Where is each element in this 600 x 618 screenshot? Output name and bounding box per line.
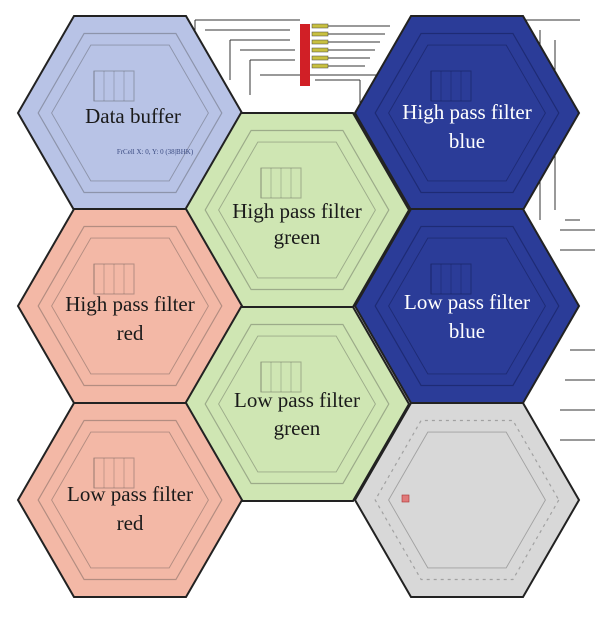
label-data-buffer: Data buffer: [85, 104, 181, 128]
hex-inner-ring: [218, 141, 376, 279]
hex-inner-ring: [37, 225, 223, 387]
circuit-block: [93, 263, 135, 295]
hex-inner-ring: [388, 44, 546, 182]
label-hp-red-line2: red: [117, 321, 144, 345]
hex-tile-lp-red: [16, 402, 244, 598]
hex-inner-ring: [51, 237, 209, 375]
label-hp-blue-line1: High pass filter: [402, 100, 531, 124]
hex-inner-ring: [374, 32, 560, 194]
hex-inner-ring: [51, 44, 209, 182]
hex-inner-ring: [374, 419, 560, 581]
hex-outline: [16, 402, 244, 598]
circuit-block: [260, 361, 302, 393]
bus-pin: [311, 23, 329, 29]
bus-pin: [311, 39, 329, 45]
label-lp-green-line1: Low pass filter: [234, 388, 360, 412]
pad-marker: [401, 494, 410, 503]
label-lp-blue-line1: Low pass filter: [404, 290, 530, 314]
hex-tile-hp-red: [16, 208, 244, 404]
circuit-block: [93, 457, 135, 489]
hex-labels: Data buffer FrCell X: 0, Y: 0 (38|BHK) H…: [65, 100, 531, 535]
hex-inner-ring: [388, 237, 546, 375]
bus-pin: [311, 55, 329, 61]
label-hp-red-line1: High pass filter: [65, 292, 194, 316]
red-bus-bar: [300, 24, 310, 86]
hex-inner-ring: [37, 32, 223, 194]
bus-pin: [311, 47, 329, 53]
label-lp-blue-line2: blue: [449, 319, 485, 343]
label-hp-blue-line2: blue: [449, 129, 485, 153]
circuit-block: [93, 70, 135, 102]
hex-inner-ring: [37, 419, 223, 581]
hex-outline: [353, 402, 581, 598]
hex-inner-ring: [204, 323, 390, 485]
label-lp-red-line1: Low pass filter: [67, 482, 193, 506]
hex-inner-ring: [204, 129, 390, 291]
label-lp-green-line2: green: [274, 416, 321, 440]
hex-inner-ring: [51, 431, 209, 569]
hex-tile-hp-blue: [353, 15, 581, 211]
bus-bar-pins: [311, 23, 329, 69]
hex-inner-ring: [218, 335, 376, 473]
bus-pin: [311, 31, 329, 37]
label-lp-red-line2: red: [117, 511, 144, 535]
hex-inner-ring: [374, 225, 560, 387]
label-hp-green-line2: green: [274, 225, 321, 249]
caption-data-buffer-cell: FrCell X: 0, Y: 0 (38|BHK): [117, 148, 194, 156]
hex-inner-ring: [388, 431, 546, 569]
hex-tile-empty: [353, 402, 581, 598]
circuit-block: [260, 167, 302, 199]
hexagon-tiles: [16, 15, 581, 598]
label-hp-green-line1: High pass filter: [232, 199, 361, 223]
bus-pin: [311, 63, 329, 69]
